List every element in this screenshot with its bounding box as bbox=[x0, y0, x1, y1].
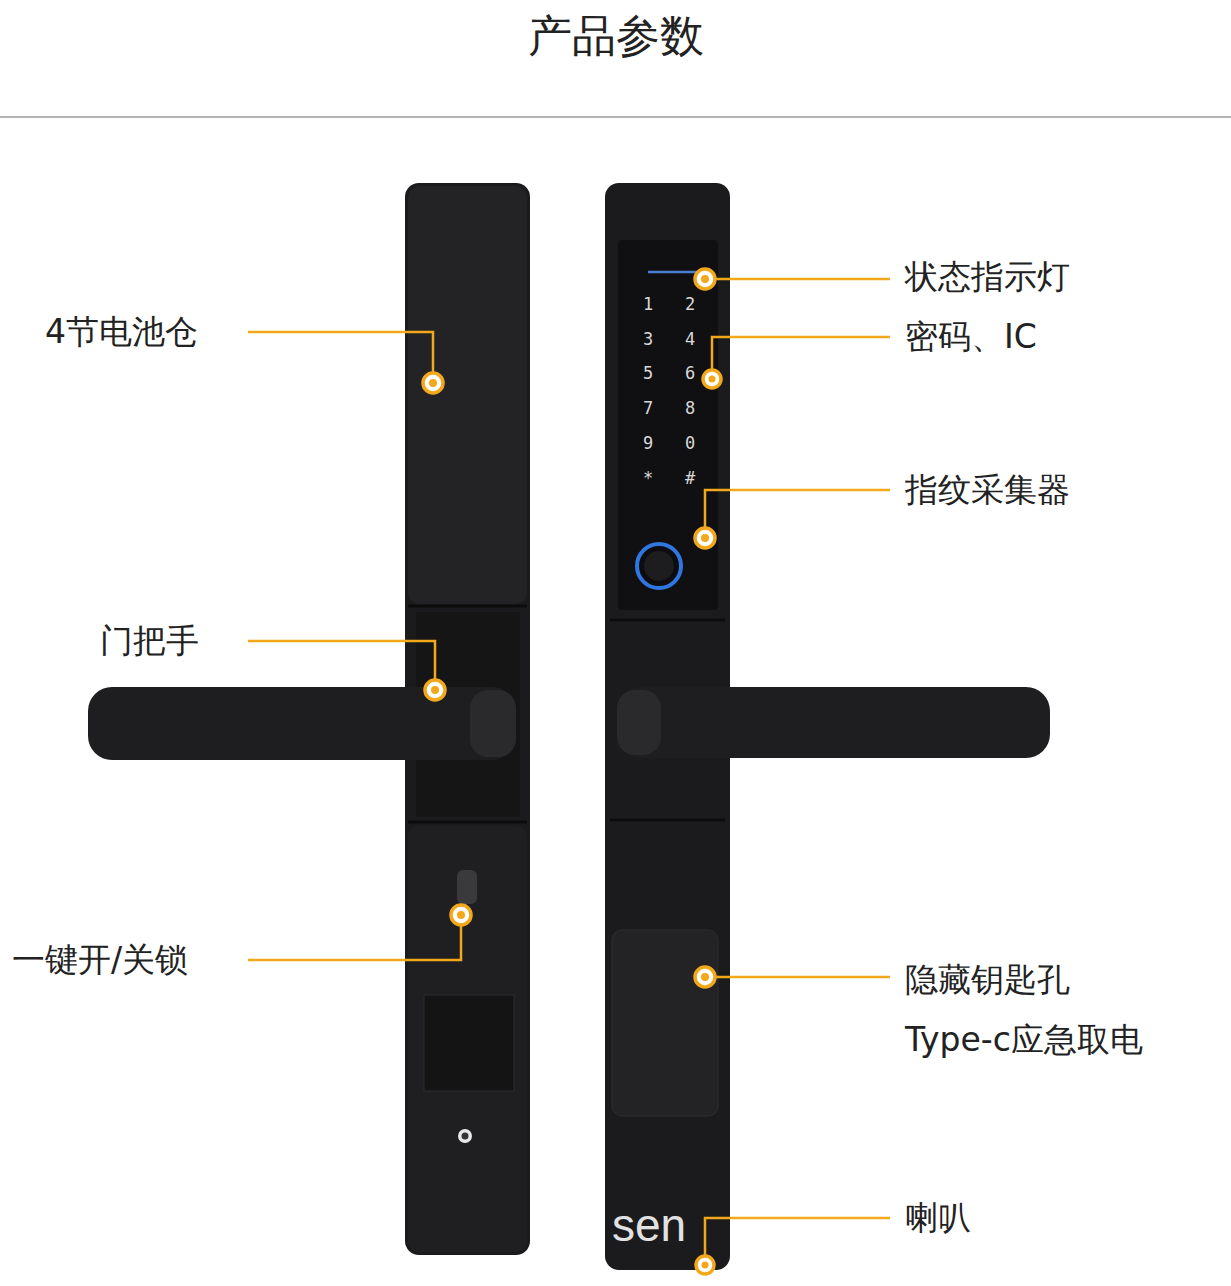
keypad-key: 7 bbox=[643, 398, 653, 418]
divider-line bbox=[0, 116, 1231, 118]
keypad-key: 4 bbox=[685, 329, 695, 349]
keypad-key: 2 bbox=[685, 294, 695, 314]
callout-label: 喇叭 bbox=[905, 1198, 971, 1238]
screw-hole bbox=[458, 1129, 472, 1143]
door-handle bbox=[617, 687, 1050, 758]
watermark: sen bbox=[612, 1198, 686, 1253]
keypad-key: 8 bbox=[685, 398, 695, 418]
fingerprint-sensor bbox=[637, 544, 681, 588]
lock-knob bbox=[457, 870, 477, 904]
callout-dots bbox=[423, 269, 721, 1274]
key-cover bbox=[612, 930, 718, 1116]
callout-label: 一键开/关锁 bbox=[12, 940, 188, 980]
keypad-key: * bbox=[643, 468, 653, 488]
keypad-key: # bbox=[685, 468, 695, 488]
callout-label: 隐藏钥匙孔 bbox=[905, 960, 1070, 1000]
callout-label: 门把手 bbox=[100, 621, 199, 661]
callout-label: 状态指示灯 bbox=[905, 257, 1070, 297]
callout-label: 密码、IC bbox=[905, 317, 1037, 357]
status-light bbox=[648, 271, 700, 274]
battery-cover bbox=[408, 186, 527, 604]
callout-label: Type-c应急取电 bbox=[905, 1020, 1143, 1060]
outer-lock bbox=[605, 183, 1050, 1270]
keypad-key: 9 bbox=[643, 433, 653, 453]
door-handle bbox=[88, 687, 516, 760]
keypad-key: 0 bbox=[685, 433, 695, 453]
callout-dot-centers bbox=[429, 275, 716, 1269]
keypad-key: 5 bbox=[643, 363, 653, 383]
keypad-key: 3 bbox=[643, 329, 653, 349]
keypad-panel bbox=[618, 240, 718, 610]
leader-lines bbox=[248, 279, 890, 1255]
callout-label: 4节电池仓 bbox=[45, 312, 198, 352]
page-title: 产品参数 bbox=[0, 10, 1231, 63]
callout-label: 指纹采集器 bbox=[905, 470, 1070, 510]
keypad-key: 1 bbox=[643, 294, 653, 314]
keypad-key: 6 bbox=[685, 363, 695, 383]
latch-plate bbox=[424, 995, 514, 1091]
